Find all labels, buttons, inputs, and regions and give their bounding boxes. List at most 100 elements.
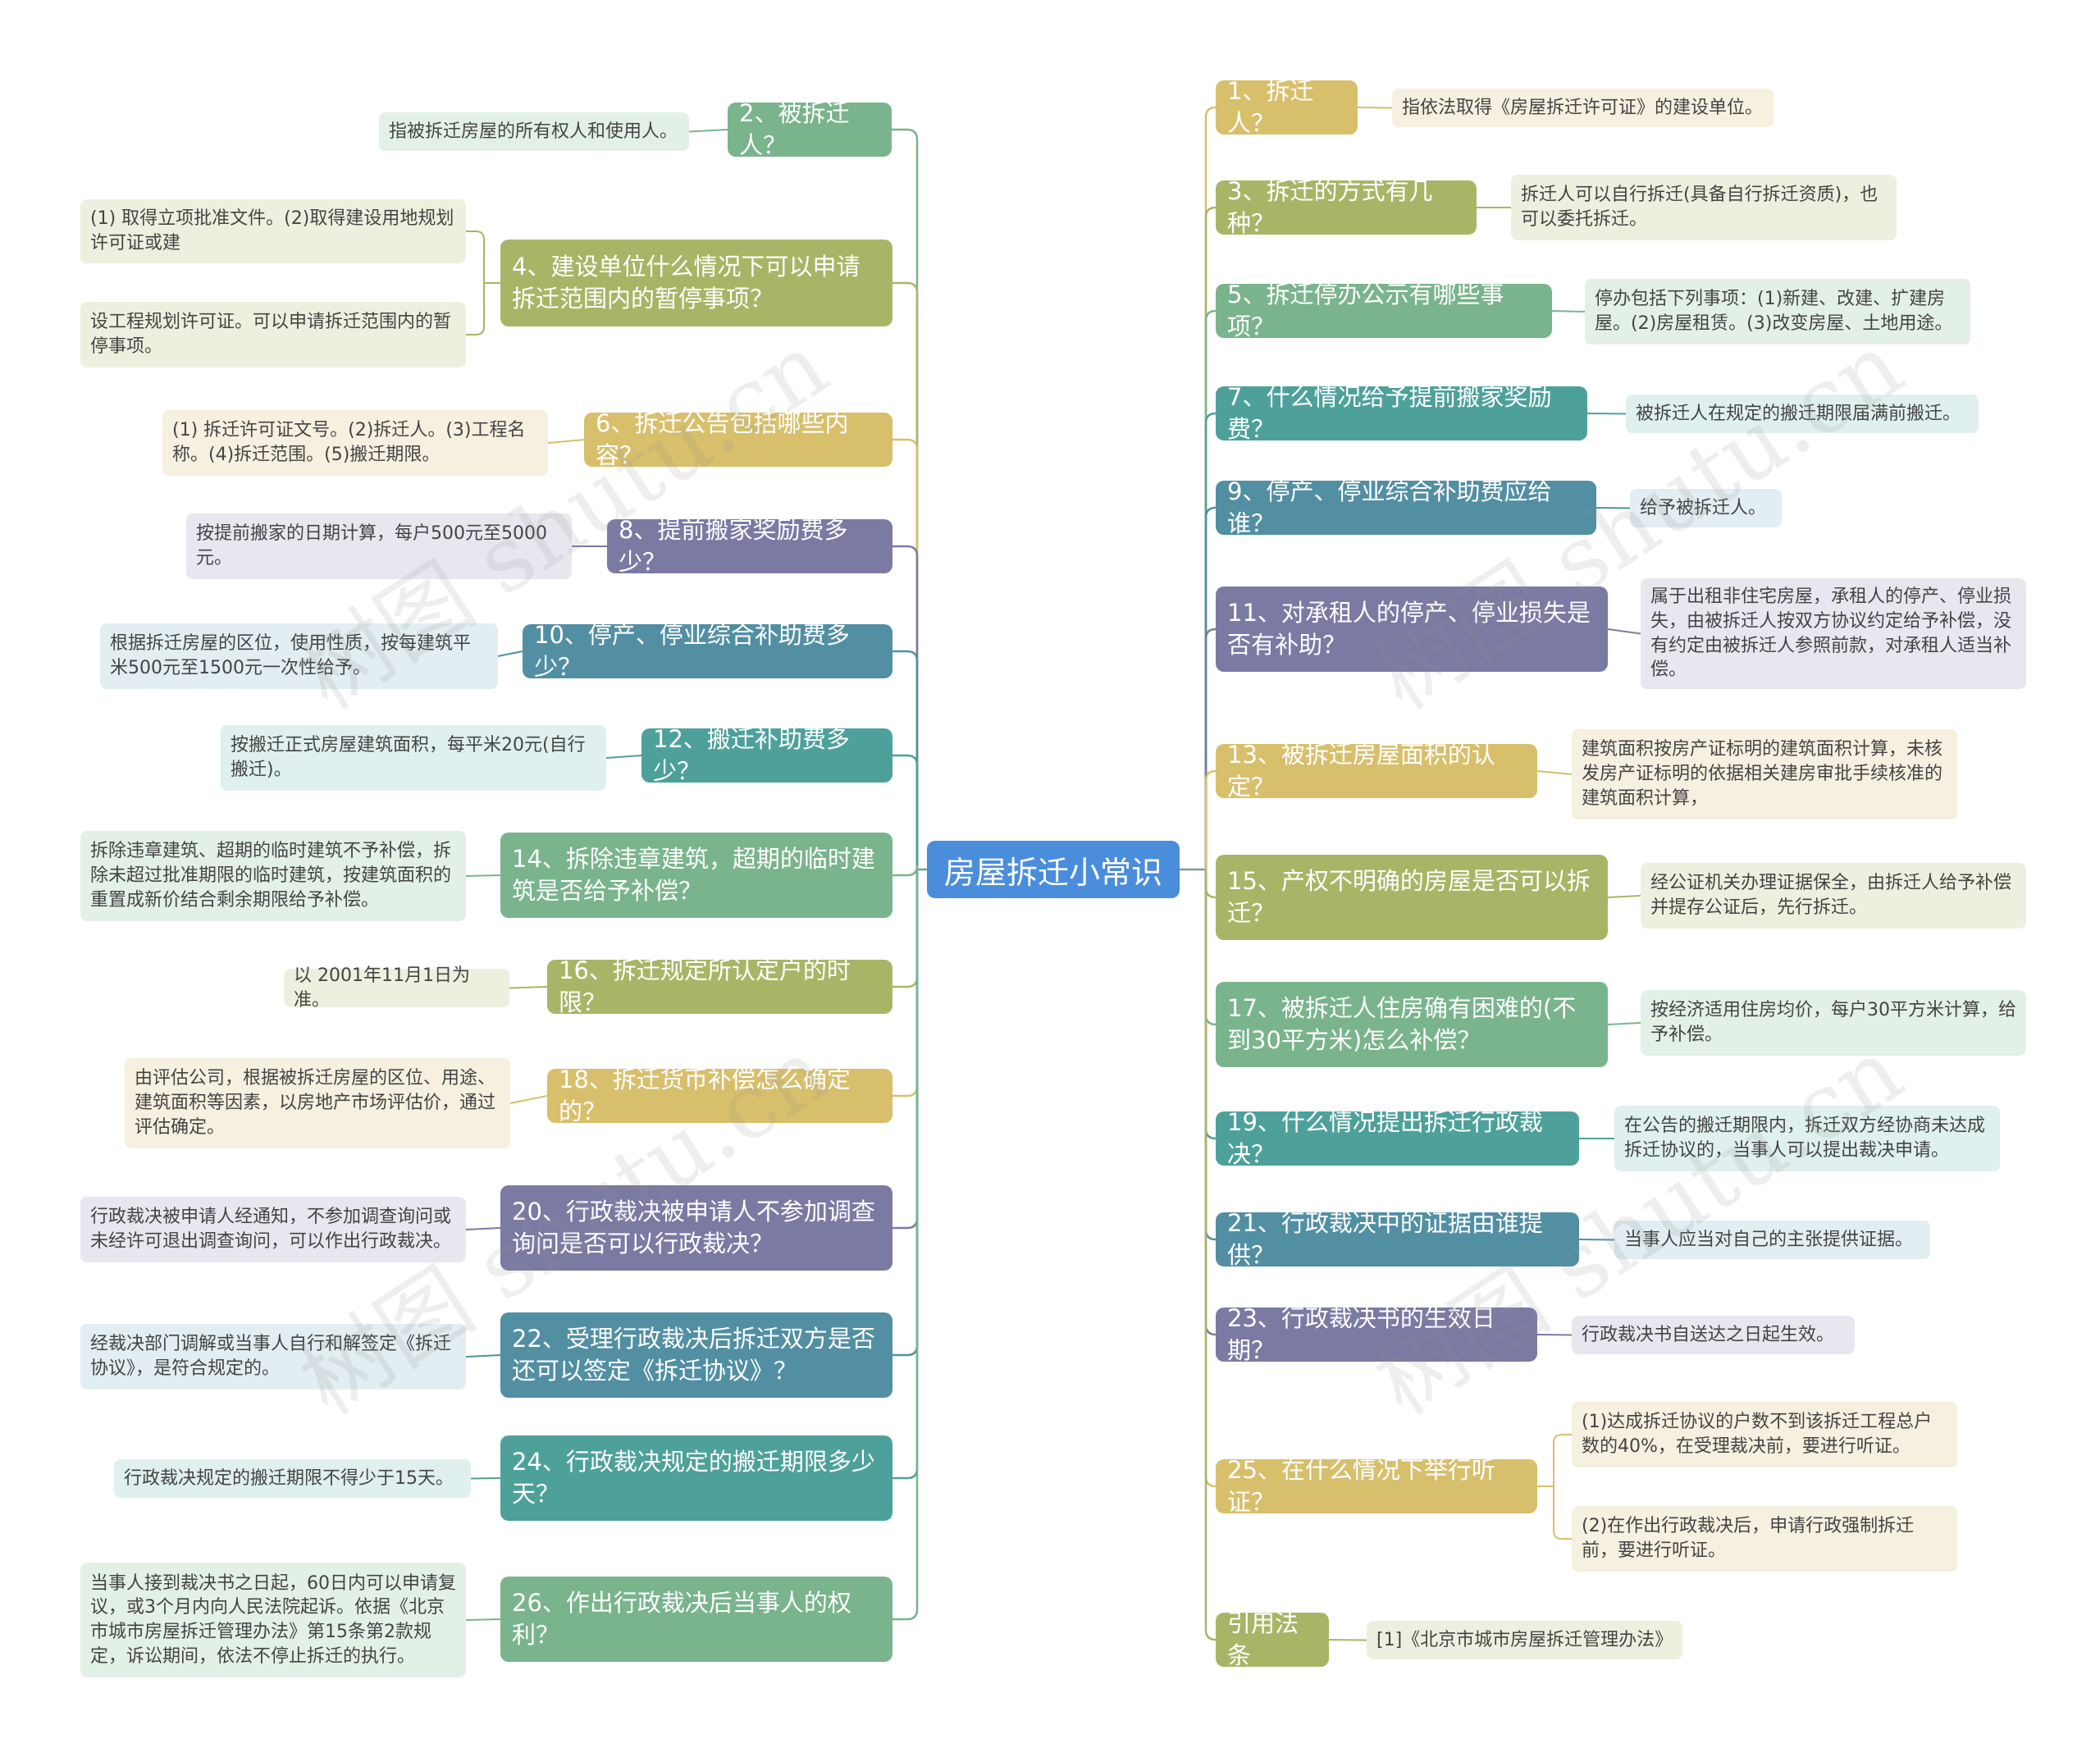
connector-line [547,439,585,444]
left-answer-5[interactable]: 根据拆迁房屋的区位，使用性质，按每建筑平米500元至1500元一次性给予。 [100,623,498,689]
connector-line [497,650,523,657]
connector-line [1607,1022,1641,1025]
right-question-9[interactable]: 17、被拆迁人住房确有困难的(不到30平方米)怎么补偿？ [1216,982,1608,1067]
left-answer-13[interactable]: 当事人接到裁决书之日起，60日内可以申请复议，或3个月内向人民法院起诉。依据《北… [80,1563,466,1677]
left-answer-2-2[interactable]: 设工程规划许可证。可以申请拆迁范围内的暂停事项。 [80,302,466,367]
left-answer-8[interactable]: 以 2001年11月1日为准。 [284,965,509,1011]
right-answer-10[interactable]: 在公告的搬迁期限内，拆迁双方经协商未达成拆迁协议的，当事人可以提出裁决申请。 [1614,1106,2000,1171]
connector-line [465,1227,501,1230]
right-question-5[interactable]: 9、停产、停业综合补助费应给谁？ [1216,477,1596,537]
left-answer-1[interactable]: 指被拆迁房屋的所有权人和使用人。 [379,112,689,151]
right-answer-9[interactable]: 按经济适用住房均价，每户30平方米计算，给予补偿。 [1641,990,2026,1056]
connector-line [509,986,548,989]
connector-line [1328,1639,1367,1641]
connector-line [892,438,919,869]
left-question-11[interactable]: 22、受理行政裁决后拆迁双方是否还可以签定《拆迁协议》？ [500,1312,892,1398]
right-question-8[interactable]: 15、产权不明确的房屋是否可以拆迁？ [1216,855,1608,940]
left-question-5[interactable]: 10、停产、停业综合补助费多少？ [523,621,892,681]
connector-line [1204,412,1217,869]
connector-line [688,129,728,133]
left-answer-11[interactable]: 经裁决部门调解或当事人自行和解签定《拆迁协议》，是符合规定的。 [80,1324,466,1390]
left-question-10[interactable]: 20、行政裁决被申请人不参加调查询问是否可以行政裁决？ [500,1185,892,1271]
left-answer-9[interactable]: 由评估公司，根据被拆迁房屋的区位、用途、建筑面积等因素，以房地产市场评估价，通过… [125,1058,510,1148]
left-answer-3[interactable]: (1) 拆迁许可证文号。(2)拆迁人。(3)工程名称。(4)拆迁范围。(5)搬迁… [162,410,548,476]
right-question-3[interactable]: 5、拆迁停办公示有哪些事项？ [1216,281,1552,340]
left-question-1[interactable]: 2、被拆迁人？ [728,99,892,159]
right-question-4[interactable]: 7、什么情况给予提前搬家奖励费？ [1216,383,1587,443]
connector-line [1357,107,1393,109]
right-answer-2[interactable]: 拆迁人可以自行拆迁(具备自行拆迁资质)，也可以委托拆迁。 [1511,175,1897,240]
left-answer-2-1[interactable]: (1) 取得立项批准文件。(2)取得建设用地规划许可证或建 [80,199,466,263]
connector-line [470,1477,501,1480]
left-question-7[interactable]: 14、拆除违章建筑，超期的临时建筑是否给予补偿？ [500,833,892,918]
left-question-12[interactable]: 24、行政裁决规定的搬迁期限多少天？ [500,1435,892,1521]
connector-line [1204,769,1217,869]
right-answer-8[interactable]: 经公证机关办理证据保全，由拆迁人给予补偿并提存公证后，先行拆迁。 [1641,863,2026,929]
left-question-8[interactable]: 16、拆迁规定所认定户的时限？ [547,956,892,1016]
left-answer-4[interactable]: 按提前搬家的日期计算，每户500元至5000元。 [186,513,572,579]
right-question-11[interactable]: 21、行政裁决中的证据由谁提供？ [1216,1209,1579,1269]
connector-line [1607,895,1641,898]
connector-line [465,1354,501,1358]
connector-line [892,865,919,877]
connector-line [466,282,500,335]
connector-line [892,869,919,1621]
right-answer-12[interactable]: 行政裁决书自送达之日起生效。 [1572,1316,1855,1354]
left-question-2[interactable]: 4、建设单位什么情况下可以申请拆迁范围内的暂停事项？ [500,240,892,326]
right-question-1[interactable]: 1、拆迁人？ [1216,77,1358,137]
connector-line [509,1095,548,1104]
right-question-6[interactable]: 11、对承租人的停产、停业损失是否有补助？ [1216,586,1608,672]
connector-line [1586,413,1627,415]
left-question-4[interactable]: 8、提前搬家奖励费多少？ [607,516,892,576]
right-answer-3[interactable]: 停办包括下列事项：(1)新建、改建、扩建房屋。(2)房屋租赁。(3)改变房屋、土… [1585,279,1970,345]
left-answer-7[interactable]: 拆除违章建筑、超期的临时建筑不予补偿，拆除未超过批准期限的临时建筑，按建筑面积的… [80,831,466,921]
right-answer-5[interactable]: 给予被拆迁人。 [1630,489,1782,527]
connector-line [892,754,919,869]
connector-line [892,650,919,869]
connector-line [605,755,642,759]
connector-line [1204,309,1217,869]
connector-line [1204,628,1217,869]
right-answer-6[interactable]: 属于出租非住宅房屋，承租人的停产、停业损失，由被拆迁人按双方协议约定给予补偿，没… [1641,578,2026,689]
left-answer-10[interactable]: 行政裁决被申请人经通知，不参加调查询问或未经许可退出调查询问，可以作出行政裁决。 [80,1197,466,1262]
connector-line [892,545,919,869]
right-answer-14[interactable]: [1]《北京市城市房屋拆迁管理办法》 [1367,1621,1682,1659]
right-question-13[interactable]: 25、在什么情况下举行听证？ [1216,1456,1537,1516]
left-question-3[interactable]: 6、拆迁公告包括哪些内容？ [584,409,892,469]
right-question-2[interactable]: 3、拆迁的方式有几种？ [1216,177,1477,237]
connector-line [892,128,919,869]
connector-line [1596,507,1631,509]
connector-line [1204,106,1217,869]
right-answer-13-1[interactable]: (1)达成拆迁协议的户数不到该拆迁工程总户数的40%，在受理裁决前，要进行听证。 [1572,1402,1957,1467]
left-question-13[interactable]: 26、作出行政裁决后当事人的权利？ [500,1577,892,1662]
left-question-9[interactable]: 18、拆迁货币补偿怎么确定的？ [547,1066,892,1125]
right-question-7[interactable]: 13、被拆迁房屋面积的认定？ [1216,741,1537,801]
root-topic[interactable]: 房屋拆迁小常识 [927,841,1180,898]
connector-line [466,230,500,284]
connector-line [1204,506,1217,869]
connector-line [1537,1486,1572,1540]
connector-line [1537,1434,1572,1487]
connector-line [465,1618,501,1621]
left-answer-12[interactable]: 行政裁决规定的搬迁期限不得少于15天。 [114,1459,471,1498]
right-question-10[interactable]: 19、什么情况提出拆迁行政裁决？ [1216,1108,1579,1168]
connector-line [1204,206,1217,869]
right-question-14[interactable]: 引用法条 [1216,1609,1329,1669]
connector-line [1607,628,1641,635]
connector-line [1536,770,1573,775]
right-answer-7[interactable]: 建筑面积按房产证标明的建筑面积计算，未核发房产证标明的依据相关建房审批手续核准的… [1572,729,1957,819]
right-answer-1[interactable]: 指依法取得《房屋拆迁许可证》的建设单位。 [1392,89,1774,127]
left-question-6[interactable]: 12、搬迁补助费多少？ [641,725,892,785]
connector-line [892,281,919,869]
connector-line [1204,869,1217,1641]
left-answer-6[interactable]: 按搬迁正式房屋建筑面积，每平米20元(自行搬迁)。 [221,725,606,791]
connector-line [465,874,501,877]
right-answer-13-2[interactable]: (2)在作出行政裁决后，申请行政强制拆迁前，要进行听证。 [1572,1506,1957,1572]
right-question-12[interactable]: 23、行政裁决书的生效日期？ [1216,1304,1537,1364]
connector-line [1551,310,1586,313]
right-answer-4[interactable]: 被拆迁人在规定的搬迁期限届满前搬迁。 [1626,395,1979,433]
right-answer-11[interactable]: 当事人应当对自己的主张提供证据。 [1614,1221,1930,1259]
connector-line [1578,1239,1615,1241]
